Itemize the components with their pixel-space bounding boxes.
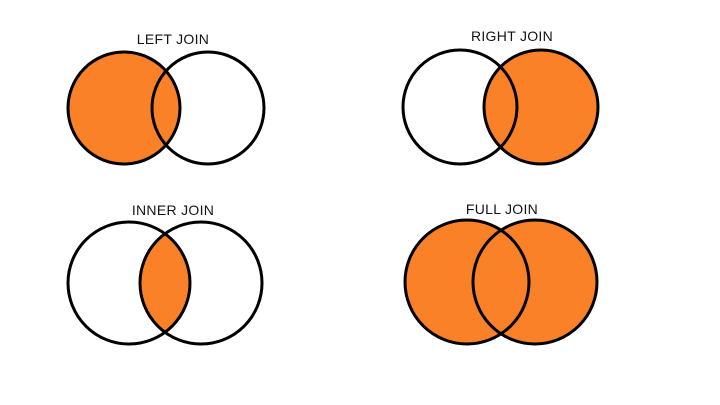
circle-right-body-left-join [152, 52, 264, 164]
circle-left-body-right-join [403, 50, 517, 164]
region-intersection-inner-join [140, 222, 190, 344]
venn-circles-inner-join [63, 217, 267, 349]
circle-right-body-full-join [473, 220, 597, 344]
circle-right-body-right-join [484, 50, 598, 164]
region-intersection-full-join [473, 220, 529, 344]
region-intersection-right-join [484, 50, 517, 164]
circle-outline-right-right-join [484, 50, 598, 164]
circle-right-body-inner-join [140, 222, 262, 344]
venn-title-inner-join: INNER JOIN [131, 202, 215, 218]
venn-title-full-join: FULL JOIN [465, 201, 539, 217]
circle-outline-left-inner-join [68, 222, 190, 344]
circle-outline-right-full-join [473, 220, 597, 344]
venn-title-left-join: LEFT JOIN [136, 31, 210, 47]
venn-title-right-join: RIGHT JOIN [470, 28, 554, 44]
circle-outline-right-inner-join [140, 222, 262, 344]
circle-outline-left-full-join [405, 220, 529, 344]
circle-outline-right-left-join [152, 52, 264, 164]
circle-left-body-full-join [405, 220, 529, 344]
circle-outline-left-right-join [403, 50, 517, 164]
venn-circles-left-join [63, 47, 269, 169]
circle-outline-left-left-join [68, 52, 180, 164]
venn-circles-right-join [398, 45, 603, 169]
venn-circles-full-join [400, 215, 602, 349]
region-intersection-left-join [152, 52, 180, 164]
circle-left-body-inner-join [68, 222, 190, 344]
circle-left-body-left-join [68, 52, 180, 164]
